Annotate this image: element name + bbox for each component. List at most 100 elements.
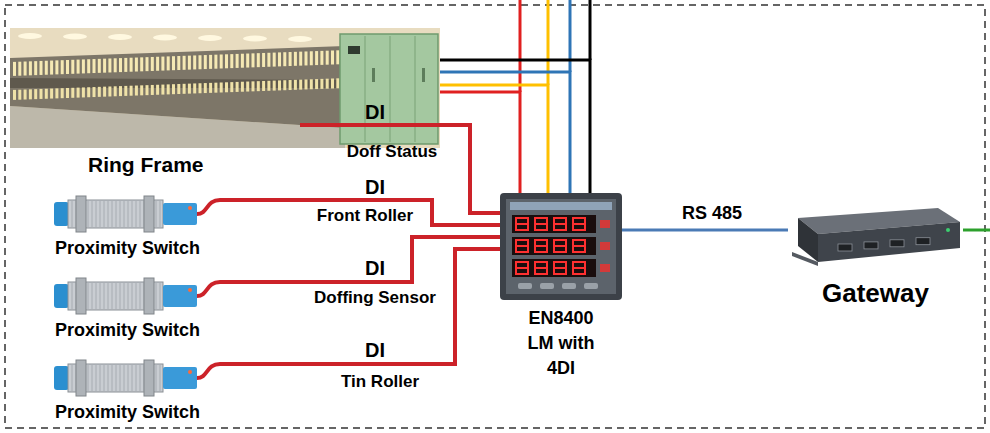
thread-line [120,283,121,309]
thread-line [100,283,101,309]
bobbin [273,81,276,91]
bobbin [220,54,223,68]
bobbin [183,84,186,94]
unit-indicator [600,264,610,272]
bobbin [66,88,69,98]
bobbin [98,59,101,73]
bobbin [146,57,149,71]
bobbin [77,60,80,74]
bobbin [71,88,74,98]
led-segment [535,223,547,225]
bobbin [24,62,27,76]
node-illustration [52,190,274,238]
gateway-port [890,240,904,247]
led-digit [516,240,528,252]
bobbin [50,89,53,99]
bobbin [13,90,16,100]
meter-button [518,283,532,289]
lock-nut [76,360,86,396]
bobbin [172,56,175,70]
lock-nut [76,278,86,314]
text-row: Proximity Switch [52,320,274,342]
bobbin [140,85,143,95]
uplink-line [963,229,990,232]
led-segment [516,223,528,225]
ceiling-light [243,36,267,42]
thread-line [160,201,161,227]
thread-line [132,201,133,227]
proximity-switch-node: Proximity Switch [52,354,274,424]
thread-line [108,365,109,391]
led-segment [554,223,566,225]
factory-ceiling [10,28,440,148]
signal-cable [300,123,440,127]
thread-line [140,201,141,227]
bobbin [124,86,127,96]
bobbin [45,61,48,75]
bobbin [278,52,281,66]
thread-line [124,365,125,391]
status-led [188,288,192,292]
gateway-led [946,228,950,232]
power-wire-yellow [440,85,548,193]
bobbin [161,85,164,95]
bobbin [103,87,106,97]
ceiling-light [18,33,42,39]
node-label: EN8400 LM with 4DI [516,306,606,381]
thread-line [140,283,141,309]
thread-line [88,201,89,227]
thread-line [96,365,97,391]
bobbin [230,54,233,68]
bobbin [40,89,43,99]
node-label: Proximity Switch [55,402,200,424]
led-digit [573,262,585,274]
lock-nut [144,196,154,232]
signal-label: DI [365,176,385,198]
bobbin [289,52,292,66]
bobbin [331,79,334,89]
led-segment [516,245,528,247]
bobbin [336,50,339,64]
bobbin [34,89,37,99]
bobbin [167,84,170,94]
led-segment [554,245,566,247]
thread-line [120,365,121,391]
bobbin [199,83,202,93]
bobbin [93,59,96,73]
bobbin [29,89,32,99]
rear-housing [163,367,197,389]
bobbin [40,61,43,75]
led-segment [573,245,585,247]
thread-line [88,283,89,309]
bobbin [209,83,212,93]
bobbin [294,52,297,66]
bobbin [151,85,154,95]
node-label: Gateway [822,278,929,309]
thread-line [72,201,73,227]
power-wire-blue [440,72,570,193]
input-name: Doff Status [347,143,438,162]
lock-nut [144,360,154,396]
thread-line [136,283,137,309]
thread-line [120,201,121,227]
bobbin [305,51,308,65]
bobbin [45,89,48,99]
bobbin [289,80,292,90]
bobbin [262,81,265,91]
meter-face [506,199,616,294]
bobbin [34,61,37,75]
bobbin [225,82,228,92]
thread-line [72,365,73,391]
bobbin [199,55,202,69]
bobbin [50,61,53,75]
signal-label: RS 485 [682,204,742,224]
meter-bezel [500,193,622,300]
signal-label: DI [365,101,385,123]
bobbin [61,88,64,98]
bobbin [61,60,64,74]
bobbin [209,55,212,69]
ceiling-light [63,34,87,40]
proximity-switch-node: Proximity Switch [52,190,274,260]
bobbin [326,79,329,89]
bobbin [108,86,111,96]
